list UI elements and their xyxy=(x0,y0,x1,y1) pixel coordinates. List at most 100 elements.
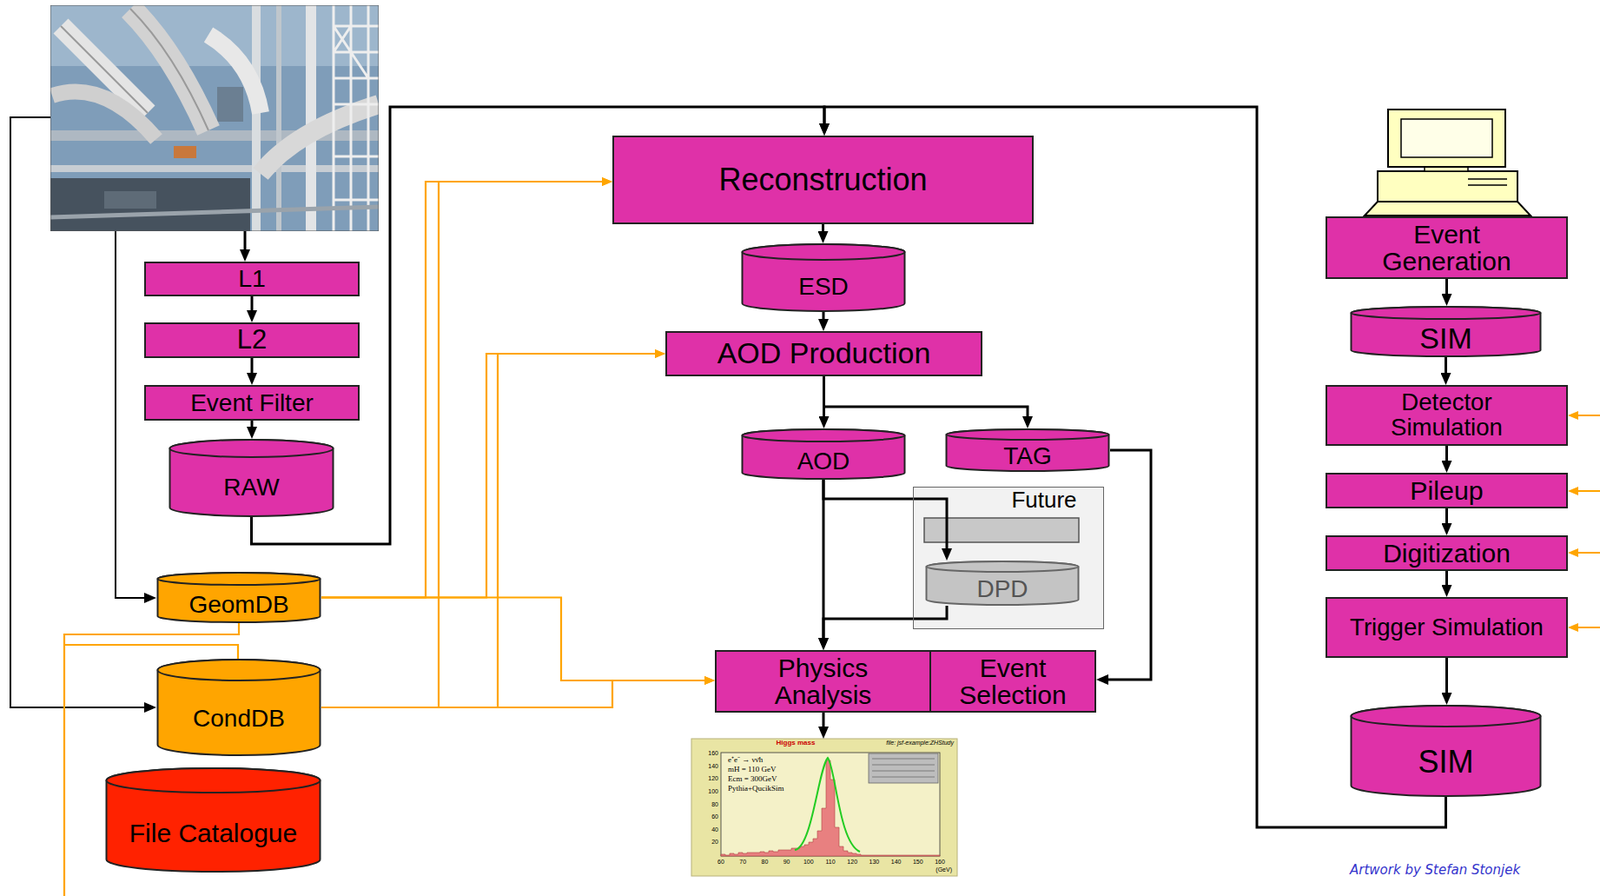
axis-tick: 160 xyxy=(707,749,719,757)
future-ground xyxy=(912,486,1105,629)
node-label: Future xyxy=(991,488,1097,512)
axis-tick: 160 xyxy=(934,858,946,866)
analysis-to-plot-wire xyxy=(822,712,826,735)
cylinder-top xyxy=(742,244,906,260)
photo-detail xyxy=(173,145,197,159)
computer-case xyxy=(1377,171,1518,202)
photo-girder xyxy=(50,165,379,172)
node-label: AOD xyxy=(797,448,851,474)
data-store-cylinder: ESD xyxy=(740,243,906,312)
node-label: SIM xyxy=(1417,745,1474,779)
computer-screen xyxy=(1401,119,1493,158)
plot-frame xyxy=(720,752,940,856)
photo-beam xyxy=(305,5,317,232)
photo-ground xyxy=(50,5,379,232)
photo-detail xyxy=(104,191,157,209)
process-box: L1 xyxy=(144,261,360,297)
flow-connector xyxy=(1445,445,1448,470)
stats-box xyxy=(868,753,939,783)
node-label: File Catalogue xyxy=(129,819,298,847)
node-label: Digitization xyxy=(1382,539,1511,568)
axis-tick: 20 xyxy=(711,838,719,846)
cylinder-top xyxy=(158,659,321,681)
axis-tick: (GeV) xyxy=(935,866,953,873)
higgs-histogram xyxy=(691,738,958,876)
node-label: Pileup xyxy=(1409,476,1483,505)
data-store-cylinder: CondDB xyxy=(156,658,322,756)
node-label: DPD xyxy=(976,575,1028,602)
node-label: AOD Production xyxy=(717,337,932,370)
photo-to-conditions-wire xyxy=(10,117,153,708)
node-label: Event Selection xyxy=(937,654,1090,709)
data-store-cylinder: SIM xyxy=(1349,704,1542,797)
cylinder-body xyxy=(946,429,1110,471)
photo-pipe xyxy=(130,8,209,131)
process-box: Event Filter xyxy=(144,384,360,421)
detector-photo xyxy=(50,5,379,232)
flow-connector xyxy=(251,296,254,319)
process-box: Digitization xyxy=(1325,535,1568,571)
axis-tick: 120 xyxy=(707,774,719,782)
axis-tick: 40 xyxy=(711,826,719,834)
process-box: Trigger Simulation xyxy=(1325,596,1568,658)
node-label: TAG xyxy=(1003,442,1052,469)
flow-connector xyxy=(823,605,947,647)
node-label: RAW xyxy=(223,474,279,500)
cylinder-body xyxy=(106,767,321,872)
cylinder-top xyxy=(926,561,1079,572)
cylinder-body xyxy=(742,244,906,311)
cylinder-body xyxy=(1351,705,1541,796)
flow-connector xyxy=(1445,657,1448,701)
future-frame: FutureDPD xyxy=(912,486,1105,629)
process-box: AOD Production xyxy=(665,330,983,377)
photo-scaffold xyxy=(333,5,379,232)
axis-tick: 80 xyxy=(711,800,719,808)
computer-monitor xyxy=(1388,109,1506,167)
plot-text: mH = 110 GeV xyxy=(727,765,777,774)
plot-text: Pythia+QucikSim xyxy=(727,784,785,794)
flow-connector xyxy=(823,479,947,557)
database-connector xyxy=(321,353,662,598)
database-connector xyxy=(321,597,712,681)
cylinder-body xyxy=(742,429,906,479)
database-connector xyxy=(321,353,662,708)
flow-connector xyxy=(251,357,254,382)
data-store-cylinder: File Catalogue xyxy=(105,766,322,873)
photo-frame xyxy=(50,5,379,232)
photo-beam xyxy=(251,5,261,232)
plot-text: Ecm = 300GeV xyxy=(727,774,778,784)
fit-curve xyxy=(794,757,860,852)
node-label: SIM xyxy=(1419,323,1472,355)
plot-text: Higgs mass xyxy=(776,739,816,748)
cylinder-top xyxy=(1351,306,1541,319)
node-label: L1 xyxy=(238,265,266,292)
axis-tick: 130 xyxy=(869,858,880,866)
database-feed xyxy=(1571,489,1600,492)
data-store-cylinder: SIM xyxy=(1349,305,1542,358)
flow-connector xyxy=(1445,278,1448,303)
node-label: CondDB xyxy=(192,705,285,731)
node-label: Event Generation xyxy=(1351,220,1543,276)
photo-beam xyxy=(276,5,282,232)
axis-tick: 100 xyxy=(803,858,814,866)
process-box: Detector Simulation xyxy=(1325,384,1568,446)
process-box: Physics Analysis xyxy=(714,649,932,713)
process-box: Reconstruction xyxy=(612,135,1034,225)
process-box: L2 xyxy=(144,322,360,358)
cylinder-top xyxy=(158,572,321,585)
database-feed xyxy=(1571,626,1600,629)
node-label: ESD xyxy=(798,273,849,299)
process-box: Event Generation xyxy=(1325,216,1568,279)
data-store-cylinder: GeomDB xyxy=(156,571,322,623)
axis-tick: 100 xyxy=(707,787,719,795)
stats-lines xyxy=(872,758,935,777)
photo-block xyxy=(217,86,244,122)
plot-text: file: jsf-example:ZHStudy xyxy=(885,739,954,747)
cylinder-body xyxy=(170,439,334,516)
node-label: Trigger Simulation xyxy=(1349,614,1544,641)
credit-note: Artwork by Stefan Stonjek xyxy=(1349,862,1521,878)
axis-tick: 120 xyxy=(846,858,858,866)
data-store-cylinder: TAG xyxy=(945,428,1111,472)
axis-tick: 70 xyxy=(739,858,747,866)
photo-pipe xyxy=(52,92,157,139)
